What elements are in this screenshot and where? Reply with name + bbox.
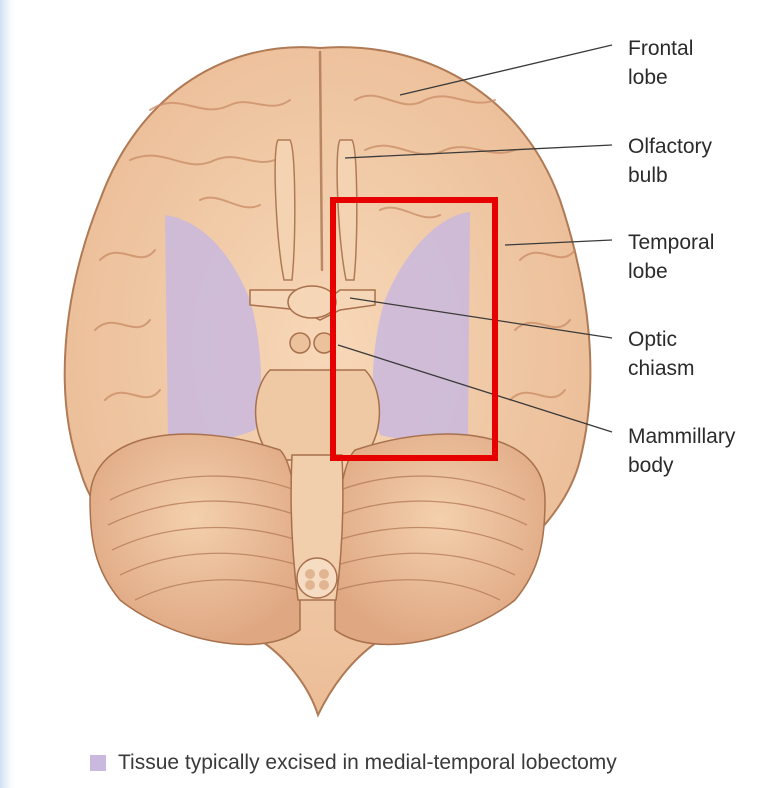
spinal-cord-section [297,558,337,598]
brainstem [256,370,380,460]
legend-swatch [90,755,106,771]
legend: Tissue typically excised in medial-tempo… [90,748,617,778]
legend-text: Tissue typically excised in medial-tempo… [118,751,617,775]
